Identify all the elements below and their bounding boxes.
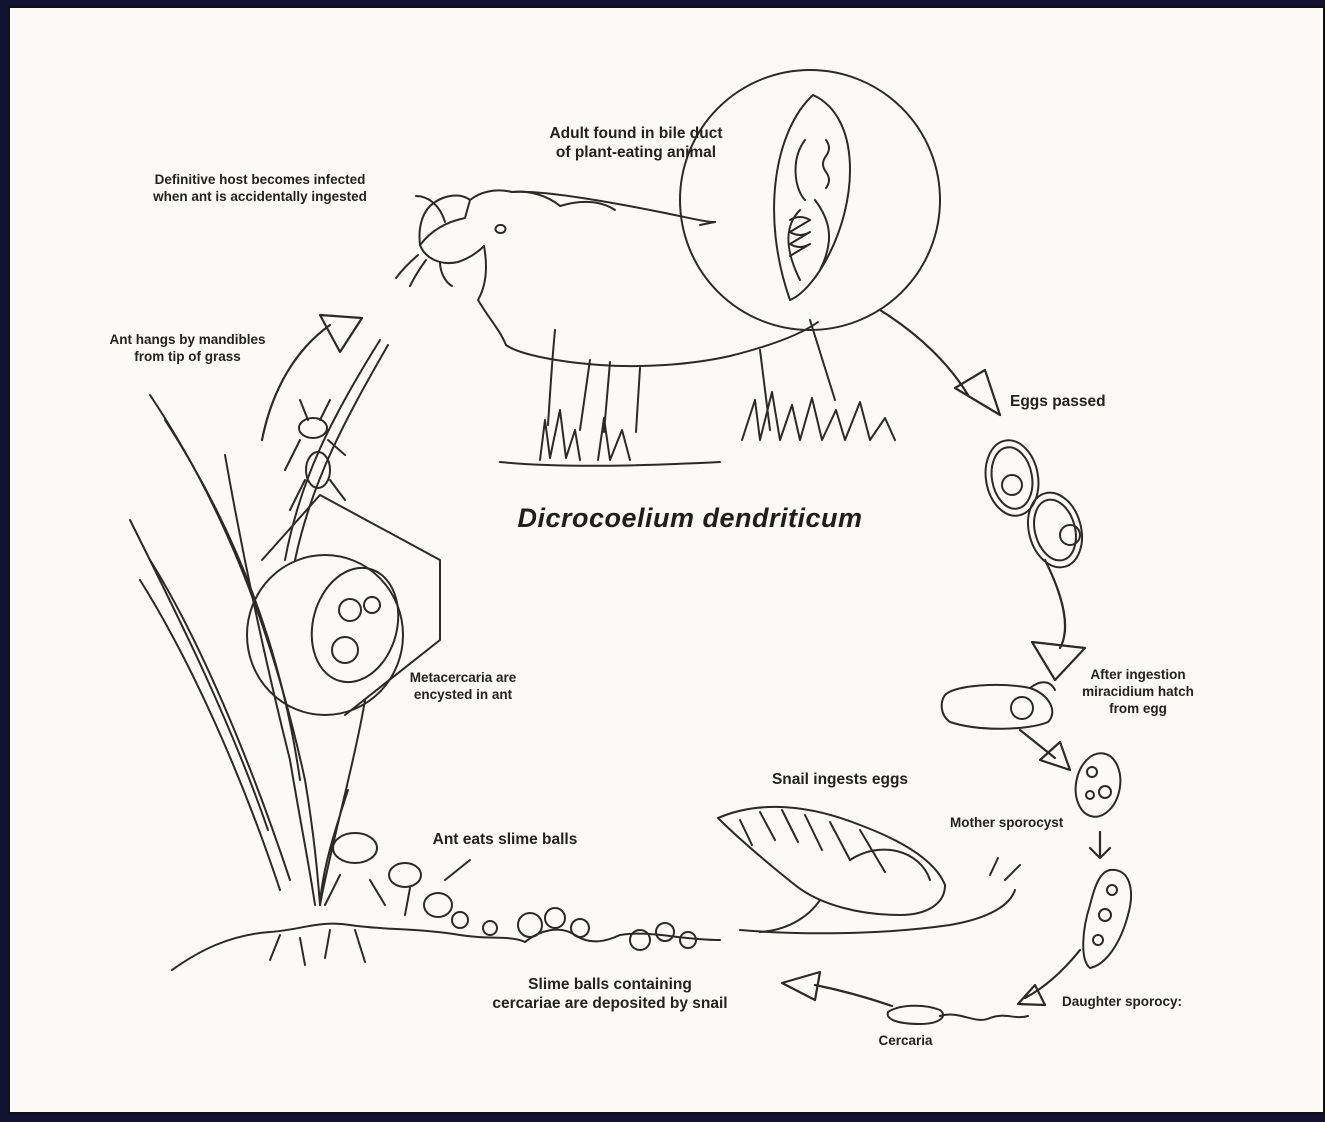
label-definitive-host: Definitive host becomes infected when an…	[110, 172, 410, 206]
label-adult-in-bile-duct: Adult found in bile duct of plant-eating…	[505, 124, 767, 163]
sheep-drawing	[396, 190, 895, 465]
label-slime-balls-deposited: Slime balls containing cercariae are dep…	[430, 975, 790, 1014]
label-cercaria: Cercaria	[858, 1033, 953, 1050]
adult-fluke-magnifier	[680, 70, 940, 330]
diagram-title: Dicrocoelium dendriticum	[440, 503, 940, 534]
label-ant-hangs: Ant hangs by mandibles from tip of grass	[80, 332, 295, 366]
label-ant-eats-slime-balls: Ant eats slime balls	[395, 830, 615, 849]
label-metacercaria: Metacercaria are encysted in ant	[388, 670, 538, 704]
cycle-arrows	[262, 310, 1110, 1006]
label-mother-sporocyst: Mother sporocyst	[950, 815, 1110, 832]
cercaria-drawing	[888, 1006, 1028, 1024]
ground-and-slime-balls	[172, 908, 720, 970]
mother-sporocyst-drawing	[1071, 750, 1125, 821]
label-snail-ingests-eggs: Snail ingests eggs	[735, 770, 945, 789]
label-eggs-passed: Eggs passed	[1010, 392, 1155, 411]
eggs-drawing	[980, 436, 1090, 573]
label-after-ingestion: After ingestion miracidium hatch from eg…	[1058, 667, 1218, 718]
miracidium-drawing	[942, 682, 1055, 729]
daughter-sporocyst-drawing	[1083, 870, 1131, 968]
label-daughter-sporocyst: Daughter sporocy:	[1062, 994, 1222, 1011]
